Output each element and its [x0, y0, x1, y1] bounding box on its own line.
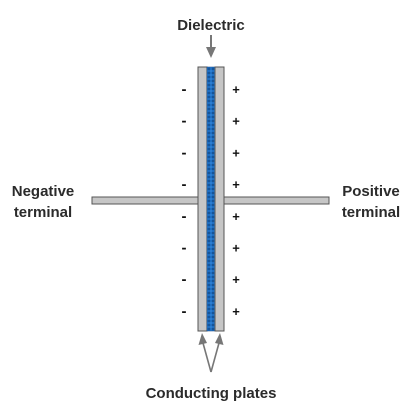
positive-terminal-lead — [222, 196, 330, 205]
dielectric-arrow — [206, 35, 216, 58]
positive-terminal-label-line2: terminal — [342, 204, 400, 221]
negative-charge-symbol: - — [182, 176, 187, 193]
negative-charges: - - - - - - - - — [182, 81, 187, 320]
conducting-plates-arrows — [198, 333, 224, 373]
positive-charge-symbol: + — [232, 145, 240, 160]
negative-charge-symbol: - — [182, 303, 187, 320]
positive-charge-symbol: + — [232, 241, 240, 256]
negative-charge-symbol: - — [182, 271, 187, 288]
negative-charge-symbol: - — [182, 113, 187, 130]
dielectric-layer — [206, 66, 216, 332]
positive-charges: + + + + + + + + — [232, 82, 240, 319]
negative-charge-symbol: - — [182, 81, 187, 98]
positive-charge-symbol: + — [232, 114, 240, 129]
negative-terminal-label-line1: Negative — [12, 183, 75, 200]
dielectric-label: Dielectric — [177, 17, 245, 34]
positive-charge-symbol: + — [232, 272, 240, 287]
negative-charge-symbol: - — [182, 144, 187, 161]
negative-terminal-lead — [91, 196, 200, 205]
negative-charge-symbol: - — [182, 208, 187, 225]
negative-conducting-plate — [197, 66, 208, 332]
positive-charge-symbol: + — [232, 177, 240, 192]
negative-charge-symbol: - — [182, 240, 187, 257]
negative-terminal-label-line2: terminal — [14, 204, 72, 221]
positive-terminal-label-line1: Positive — [342, 183, 400, 200]
positive-charge-symbol: + — [232, 209, 240, 224]
conducting-plates-label: Conducting plates — [146, 385, 277, 402]
positive-charge-symbol: + — [232, 82, 240, 97]
positive-conducting-plate — [214, 66, 225, 332]
positive-charge-symbol: + — [232, 304, 240, 319]
